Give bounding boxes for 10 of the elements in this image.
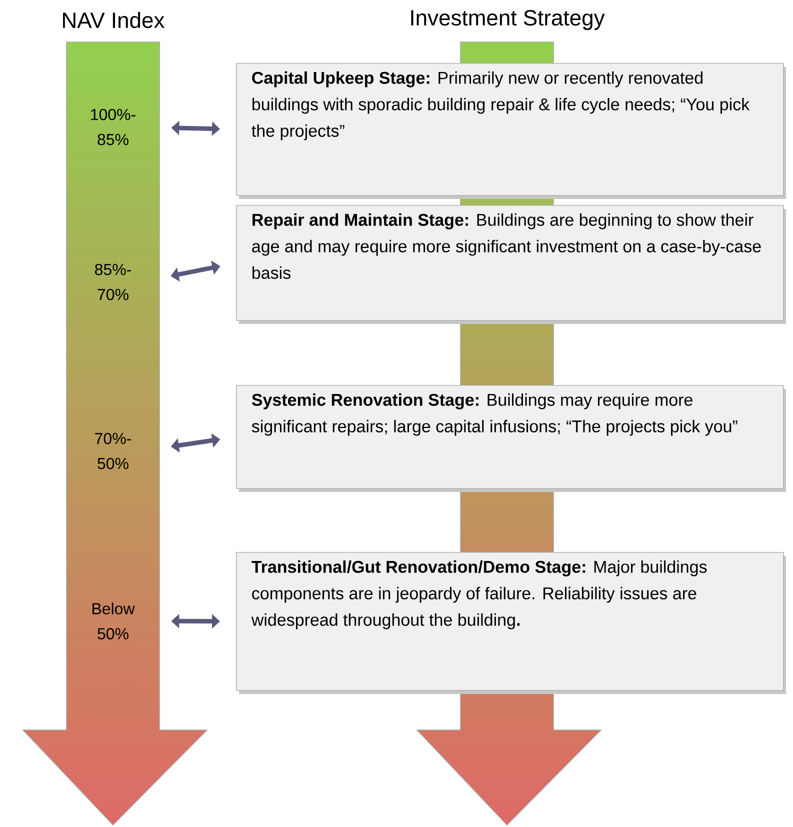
stage-box: Transitional/Gut Renovation/Demo Stage: Major buildings components are in jeopardy of failure. Reliability issues are widespread throughout the building.	[236, 552, 786, 694]
stage-box: Repair and Maintain Stage: Buildings are beginning to show their age and may require more significant investment on a case-by-case basis	[236, 205, 786, 324]
range-label: 85%- 70%	[95, 264, 131, 300]
stage-box: Systemic Renovation Stage: Buildings may require more significant repairs; large capital infusions; “The projects pick you”	[236, 385, 786, 492]
column-heading: NAV Index	[63, 12, 164, 28]
stage-box: Capital Upkeep Stage: Primarily new or recently renovated buildings with sporadic building repair & life cycle needs; “You pick the projects”	[236, 63, 786, 199]
range-label: Below 50%	[92, 602, 135, 640]
range-label: 100%- 85%	[91, 108, 136, 146]
range-label: 70%- 50%	[95, 432, 131, 470]
column-heading: Investment Strategy	[411, 10, 605, 30]
